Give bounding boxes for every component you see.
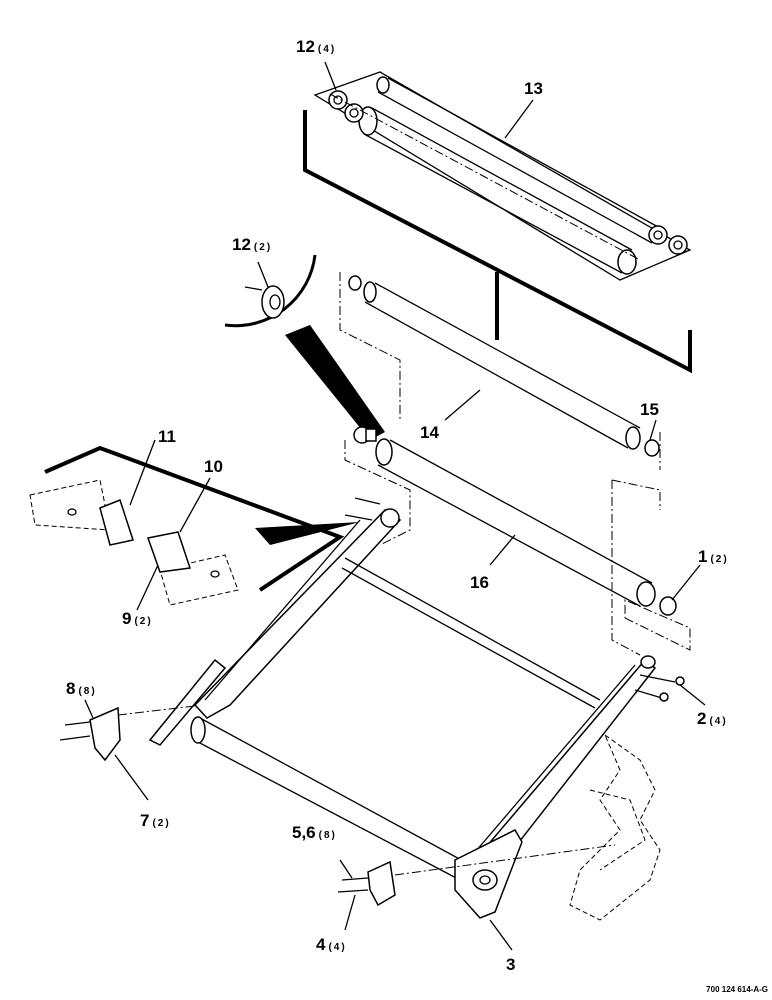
roller-15 <box>339 272 661 470</box>
clamp-7 <box>59 705 196 762</box>
callout-5-6: 5,6(8) <box>292 823 337 842</box>
callout-7: 7(2) <box>140 811 171 830</box>
side-weldment-ghost <box>394 734 661 921</box>
leader-lines <box>84 61 706 951</box>
callout-16: 16 <box>470 573 489 592</box>
callout-3: 3 <box>506 955 515 974</box>
mounting-brackets-9-10-11 <box>29 439 360 611</box>
callout-2: 2(4) <box>697 709 728 728</box>
callout-labels: 12(4) 13 12(2) 15 14 11 10 16 1(2) 9(2) … <box>66 37 729 974</box>
drawing-reference-code: 700 124 614-A-G <box>706 985 768 994</box>
roller-16 <box>344 426 691 656</box>
roller-13-assembly <box>313 71 692 281</box>
callout-8: 8(8) <box>66 679 97 698</box>
callout-13: 13 <box>524 79 543 98</box>
callout-12-b: 12(2) <box>232 235 272 254</box>
callout-14: 15 <box>640 400 659 419</box>
callout-12-a: 12(4) <box>296 37 336 56</box>
callout-9: 9(2) <box>122 609 153 628</box>
callout-15: 14 <box>420 423 439 442</box>
callout-4: 4(4) <box>316 935 347 954</box>
clamp-4 <box>337 860 396 907</box>
bearing-detail-magnifier <box>224 254 385 440</box>
callout-11: 11 <box>158 427 176 446</box>
callout-1: 1(2) <box>698 547 729 566</box>
main-frame-3 <box>148 497 685 919</box>
callout-10: 10 <box>204 457 223 476</box>
upper-roller-group-bracket <box>303 110 692 374</box>
